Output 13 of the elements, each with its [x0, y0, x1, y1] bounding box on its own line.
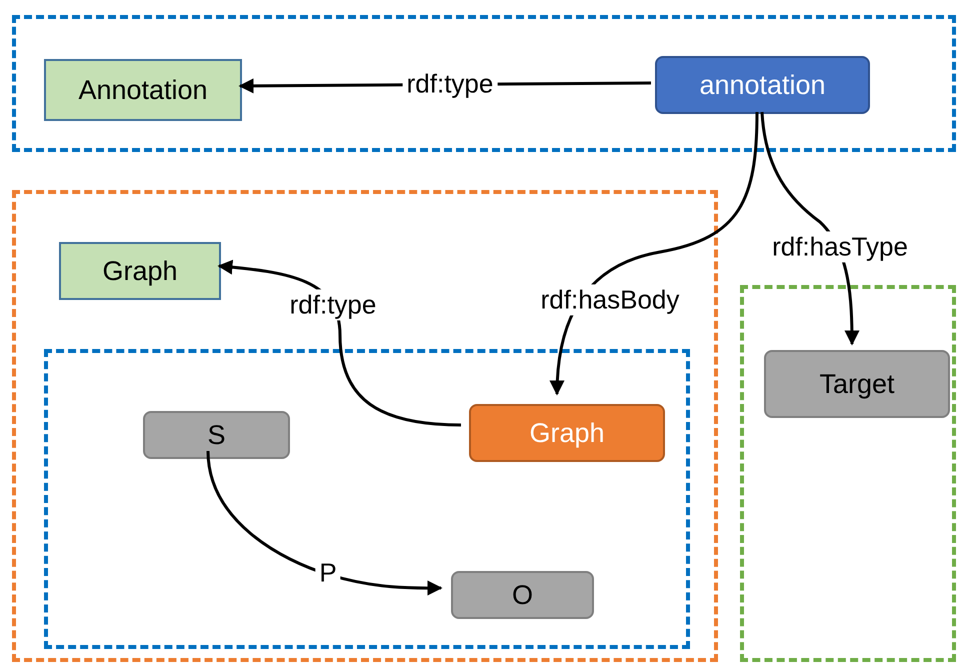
- resource-box: Target: [764, 350, 950, 418]
- arrow: [550, 112, 758, 396]
- arrow: [218, 260, 462, 426]
- class-box: Graph: [59, 242, 221, 300]
- resource-box: O: [451, 571, 594, 619]
- dashed-frame: [12, 15, 956, 152]
- resource-box: Graph: [469, 404, 665, 462]
- class-box: Annotation: [44, 59, 242, 121]
- dashed-frame: [740, 285, 956, 662]
- resource-box: annotation: [655, 56, 870, 114]
- dashed-frame: [44, 349, 690, 649]
- resource-box: S: [143, 411, 290, 459]
- arrow: [206, 450, 442, 596]
